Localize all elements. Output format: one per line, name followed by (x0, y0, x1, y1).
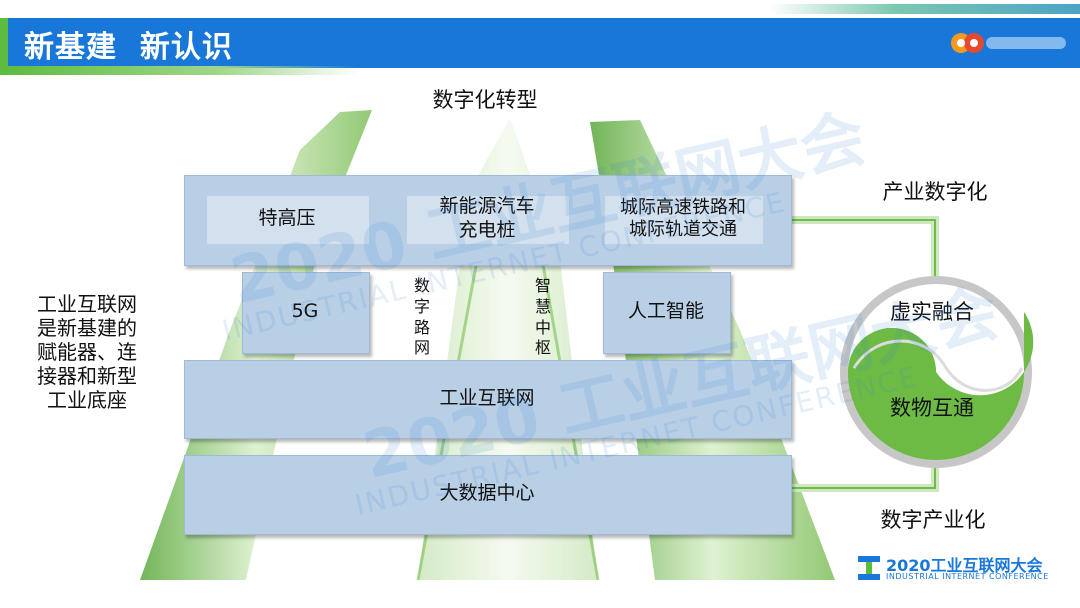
ev-charging-panel (407, 196, 569, 244)
digital-industrialization-label: 数字产业化 (880, 508, 986, 532)
industrial-internet-label: 工业互联网 (439, 386, 535, 409)
conference-logo-subtitle: INDUSTRIAL INTERNET CONFERENCE (886, 572, 1049, 581)
integration-cycle-icon (840, 276, 1034, 468)
ai-label: 人工智能 (627, 300, 704, 323)
rail-transit-panel (605, 196, 763, 244)
left-caption-line: 接器和新型 (37, 364, 137, 388)
5g-label: 5G (291, 300, 319, 323)
caii-logo (950, 28, 1070, 58)
left-caption-line: 赋能器、连 (37, 340, 137, 364)
digital-physical-connect-label: 数物互通 (890, 396, 974, 420)
industry-digitalization-label: 产业数字化 (882, 180, 988, 204)
conference-logo-title: 2020工业互联网大会 (886, 556, 1043, 575)
left-caption-line: 工业互联网 (37, 292, 137, 316)
industrial-internet-layer (184, 360, 792, 439)
5g-box (242, 272, 370, 354)
left-caption-line: 是新基建的 (37, 316, 137, 340)
uhv-label: 特高压 (258, 207, 316, 230)
big-data-label: 大数据中心 (439, 482, 535, 505)
header-green-stripe (0, 66, 360, 75)
uhv-panel (207, 196, 369, 244)
conference-logo-icon (858, 556, 880, 580)
smart-hub-label: 智慧中枢 (534, 276, 551, 358)
top-decor-stripe (770, 4, 1080, 14)
virtual-real-fusion-label: 虚实融合 (890, 300, 974, 324)
ai-box (603, 272, 731, 354)
big-data-layer (184, 455, 792, 535)
rail-transit-label: 城际高速铁路和 城际轨道交通 (620, 196, 746, 241)
digital-transformation-label: 数字化转型 (432, 88, 538, 112)
ev-charging-label: 新能源汽车 充电桩 (439, 195, 535, 241)
header-bar (0, 18, 1080, 68)
infrastructure-box (184, 175, 792, 266)
digital-road-network-label: 数字路网 (413, 276, 430, 358)
page-title: 新基建 新认识 (24, 30, 233, 65)
left-caption: 工业互联网 是新基建的 赋能器、连 接器和新型 工业底座 (22, 292, 152, 412)
caii-logo-icon (951, 33, 1066, 53)
left-caption-line: 工业底座 (47, 388, 127, 412)
conference-logo: 2020工业互联网大会 INDUSTRIAL INTERNET CONFEREN… (858, 552, 1068, 588)
header-accent (0, 18, 8, 68)
